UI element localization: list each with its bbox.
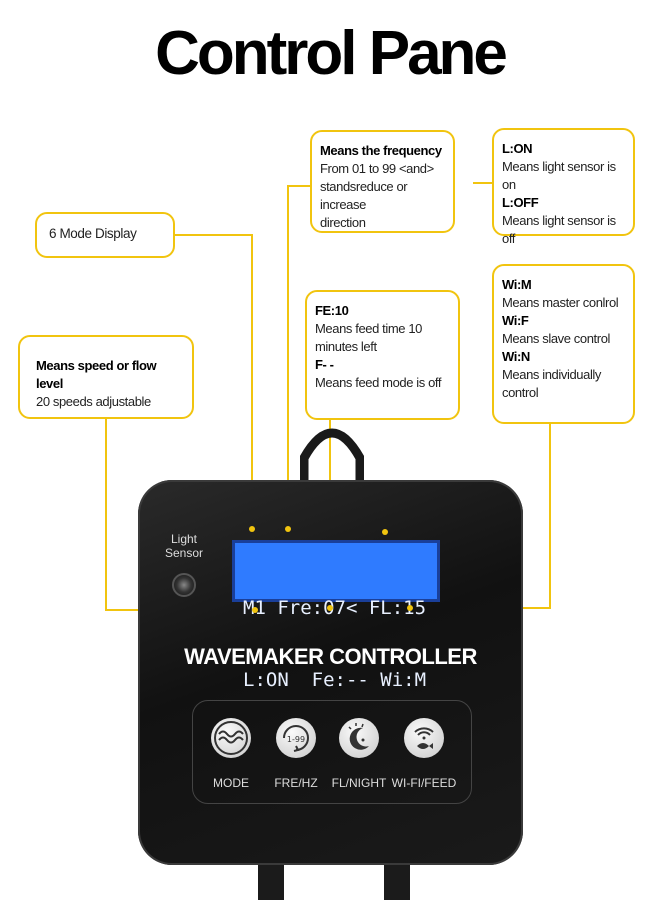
callout-light-sensor: L:ON Means light sensor is on L:OFF Mean… bbox=[492, 128, 635, 246]
anchor-dot bbox=[252, 607, 258, 613]
mode-button[interactable] bbox=[211, 718, 251, 758]
wave-icon bbox=[214, 721, 248, 755]
connector-mode bbox=[175, 234, 253, 528]
callout-feed-heading-2: F- - bbox=[315, 357, 334, 372]
callout-feed-text-1: Means feed time 10 minutes left bbox=[315, 321, 422, 354]
callout-mode-display: 6 Mode Display bbox=[35, 212, 175, 258]
callout-light-text-2: Means light sensor is off bbox=[502, 213, 616, 246]
anchor-dot bbox=[249, 526, 255, 532]
lcd-line-2: L:ON Fe:-- Wi:M bbox=[243, 669, 427, 691]
callout-frequency-line: direction bbox=[320, 215, 366, 230]
callout-frequency-line: standsreduce or increase bbox=[320, 179, 408, 212]
anchor-dot bbox=[285, 526, 291, 532]
connector-frequency bbox=[287, 185, 310, 528]
anchor-dot bbox=[382, 529, 388, 535]
callout-wifi-text-1: Means master conlrol bbox=[502, 295, 619, 310]
callout-light-heading-1: L:ON bbox=[502, 141, 533, 156]
callout-mode-text: 6 Mode Display bbox=[49, 226, 137, 241]
light-night-button-label: FL/NIGHT bbox=[331, 776, 387, 790]
callout-frequency: Means the frequency From 01 to 99 <and> … bbox=[310, 130, 455, 233]
light-sensor-icon bbox=[172, 573, 196, 597]
button-panel bbox=[192, 700, 472, 804]
callout-light-text-1: Means light sensor is on bbox=[502, 159, 616, 192]
callout-wifi-heading-1: Wi:M bbox=[502, 277, 532, 292]
frequency-button-label: FRE/HZ bbox=[274, 776, 318, 790]
callout-feed-heading-1: FE:10 bbox=[315, 303, 349, 318]
callout-speed-text: 20 speeds adjustable bbox=[36, 394, 151, 409]
anchor-dot bbox=[407, 605, 413, 611]
light-sensor-label: Light Sensor bbox=[164, 532, 204, 560]
anchor-dot bbox=[327, 605, 333, 611]
callout-speed-level: Means speed or flow level 20 speeds adju… bbox=[18, 335, 194, 419]
callout-wifi-text-3: Means individually control bbox=[502, 367, 602, 400]
mode-button-label: MODE bbox=[213, 776, 249, 790]
page-title: Control Pane bbox=[155, 19, 508, 88]
cycle-icon-text: 1-99 bbox=[287, 735, 305, 744]
callout-wifi: Wi:M Means master conlrol Wi:F Means sla… bbox=[492, 264, 635, 424]
wifi-feed-button-label: WI-FI/FEED bbox=[391, 776, 457, 790]
hanging-hook-icon bbox=[300, 428, 364, 486]
brand-label: WAVEMAKER CONTROLLER bbox=[184, 644, 477, 669]
moon-icon bbox=[348, 723, 369, 750]
lcd-line-1: M1 Fre:07< FL:15 bbox=[243, 597, 427, 619]
lcd-display: M1 Fre:07< FL:15 L:ON Fe:-- Wi:M bbox=[232, 540, 440, 691]
callout-feed-text-2: Means feed mode is off bbox=[315, 375, 442, 390]
wifi-feed-button[interactable] bbox=[404, 718, 444, 758]
frequency-button[interactable]: 1-99 bbox=[276, 718, 316, 758]
callout-wifi-text-2: Means slave control bbox=[502, 331, 611, 346]
callout-feed: FE:10 Means feed time 10 minutes left F-… bbox=[305, 290, 460, 420]
callout-frequency-heading: Means the frequency bbox=[320, 143, 442, 158]
callout-wifi-heading-3: Wi:N bbox=[502, 349, 530, 364]
light-night-button[interactable] bbox=[339, 718, 379, 758]
callout-frequency-line: From 01 to 99 <and> bbox=[320, 161, 434, 176]
callout-speed-heading: Means speed or flow level bbox=[36, 358, 157, 391]
wifi-fish-icon bbox=[414, 727, 434, 749]
callout-light-heading-2: L:OFF bbox=[502, 195, 539, 210]
cycle-1-99-icon: 1-99 bbox=[283, 725, 309, 752]
callout-wifi-heading-2: Wi:F bbox=[502, 313, 529, 328]
